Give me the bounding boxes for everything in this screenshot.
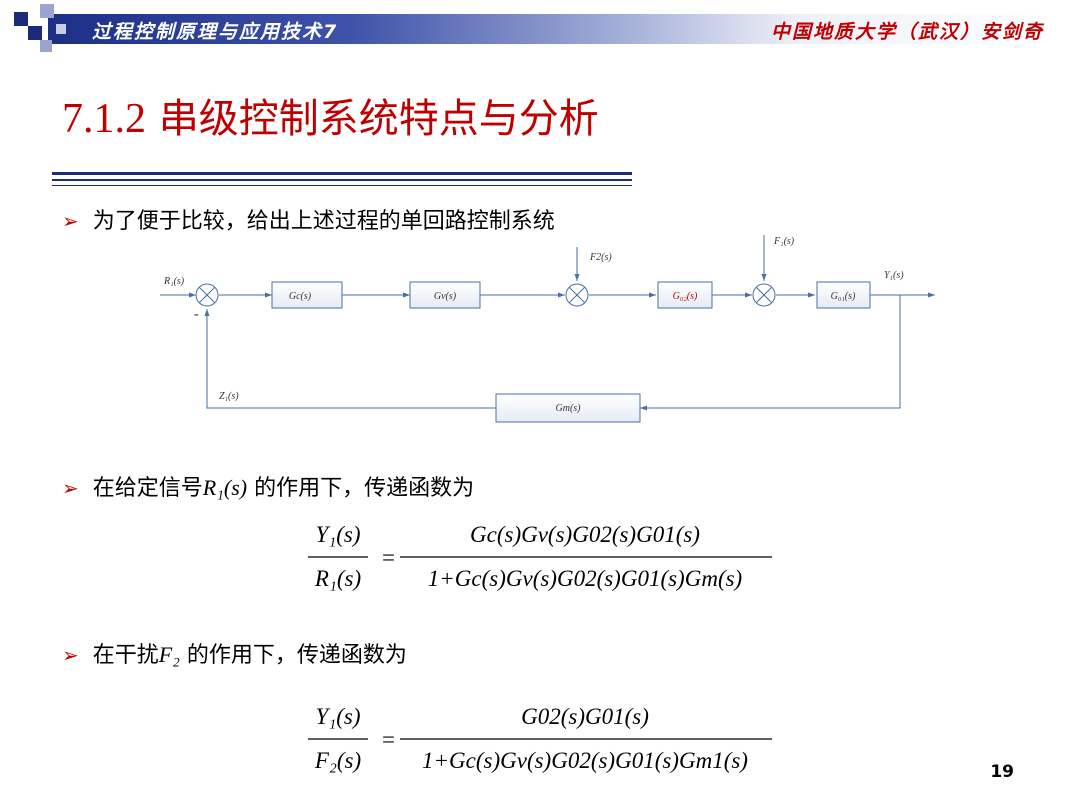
block-g01 bbox=[816, 281, 871, 309]
block-g02-label: G₀₂(s) bbox=[673, 291, 698, 302]
decor-square bbox=[28, 26, 42, 40]
bullet-text: 为了便于比较，给出上述过程的单回路控制系统 bbox=[92, 209, 555, 234]
arrow-bullet-icon: ➢ bbox=[62, 643, 79, 667]
formula-lhs-denominator: F₂(s) bbox=[314, 748, 361, 773]
header-band bbox=[48, 14, 1048, 44]
transfer-function-2: Y₁(s) F₂(s) = G02(s)G01(s) 1+Gc(s)Gv(s)G… bbox=[308, 704, 772, 773]
bullet-text: 的作用下，传递函数为 bbox=[179, 643, 407, 668]
formula-equals: = bbox=[382, 545, 395, 570]
formula-lhs-numerator: Y₁(s) bbox=[315, 704, 360, 729]
arrow-bullet-icon: ➢ bbox=[62, 209, 79, 233]
block-gc-label: Gc(s) bbox=[289, 291, 312, 302]
decor-square bbox=[56, 24, 66, 34]
author-affiliation: 中国地质大学（武汉）安剑奇 bbox=[770, 21, 1044, 43]
block-gm-label: Gm(s) bbox=[556, 403, 582, 414]
bullet-text: 的作用下，传递函数为 bbox=[247, 476, 475, 501]
bullet-text: 在给定信号 bbox=[92, 476, 203, 501]
minus-sign: - bbox=[194, 307, 199, 322]
summing-junction bbox=[565, 283, 589, 307]
bullet-math: F₂ bbox=[158, 642, 180, 667]
formula-equals: = bbox=[382, 727, 395, 752]
summing-junction bbox=[195, 283, 219, 307]
block-gv bbox=[409, 281, 481, 309]
bullet-item: ➢ 在干扰F₂ 的作用下，传递函数为 bbox=[62, 637, 407, 669]
block-g01-label: G₀₁(s) bbox=[831, 291, 856, 302]
bullet-item: ➢ 为了便于比较，给出上述过程的单回路控制系统 bbox=[62, 203, 555, 235]
bullet-math: R₁(s) bbox=[202, 475, 248, 500]
decor-square bbox=[14, 12, 28, 26]
formula-rhs-numerator: Gc(s)Gv(s)G02(s)G01(s) bbox=[470, 522, 700, 547]
formula-rhs-denominator: 1+Gc(s)Gv(s)G02(s)G01(s)Gm(s) bbox=[428, 566, 742, 591]
decor-square bbox=[40, 40, 52, 52]
section-title: 串级控制系统特点与分析 bbox=[158, 96, 599, 142]
decor-square bbox=[40, 4, 54, 18]
bullet-item: ➢ 在给定信号R₁(s) 的作用下，传递函数为 bbox=[62, 470, 474, 502]
course-title: 过程控制原理与应用技术7 bbox=[92, 21, 339, 43]
title-rule bbox=[52, 185, 632, 186]
section-number: 7.1.2 bbox=[62, 96, 146, 142]
title-rule bbox=[52, 179, 632, 181]
block-gm bbox=[495, 393, 641, 423]
disturbance-f1-label: F₁(s) bbox=[773, 236, 795, 247]
title-rule bbox=[52, 172, 632, 175]
slide-title: 7.1.2 串级控制系统特点与分析 bbox=[62, 86, 599, 144]
block-gc bbox=[271, 281, 343, 309]
formula-rhs-numerator: G02(s)G01(s) bbox=[521, 704, 649, 729]
block-diagram: Gc(s) Gv(s) G₀₂(s) G₀₁(s) Gm(s) R₁(s) F2… bbox=[160, 235, 935, 423]
formula-rhs-denominator: 1+Gc(s)Gv(s)G02(s)G01(s)Gm1(s) bbox=[422, 748, 748, 773]
input-label: R₁(s) bbox=[163, 276, 185, 287]
disturbance-f2-label: F2(s) bbox=[589, 252, 612, 263]
bullet-text: 在干扰 bbox=[92, 643, 159, 668]
formula-lhs-numerator: Y₁(s) bbox=[315, 522, 360, 547]
summing-junction bbox=[752, 283, 776, 307]
output-label: Y₁(s) bbox=[884, 270, 904, 281]
formula-lhs-denominator: R₁(s) bbox=[314, 566, 361, 591]
block-gv-label: Gv(s) bbox=[434, 291, 457, 302]
transfer-function-1: Y₁(s) R₁(s) = Gc(s)Gv(s)G02(s)G01(s) 1+G… bbox=[308, 522, 772, 591]
block-g02 bbox=[657, 281, 713, 309]
arrow-bullet-icon: ➢ bbox=[62, 476, 79, 500]
page-number: 19 bbox=[990, 762, 1014, 782]
feedback-label: Z₁(s) bbox=[219, 391, 239, 402]
